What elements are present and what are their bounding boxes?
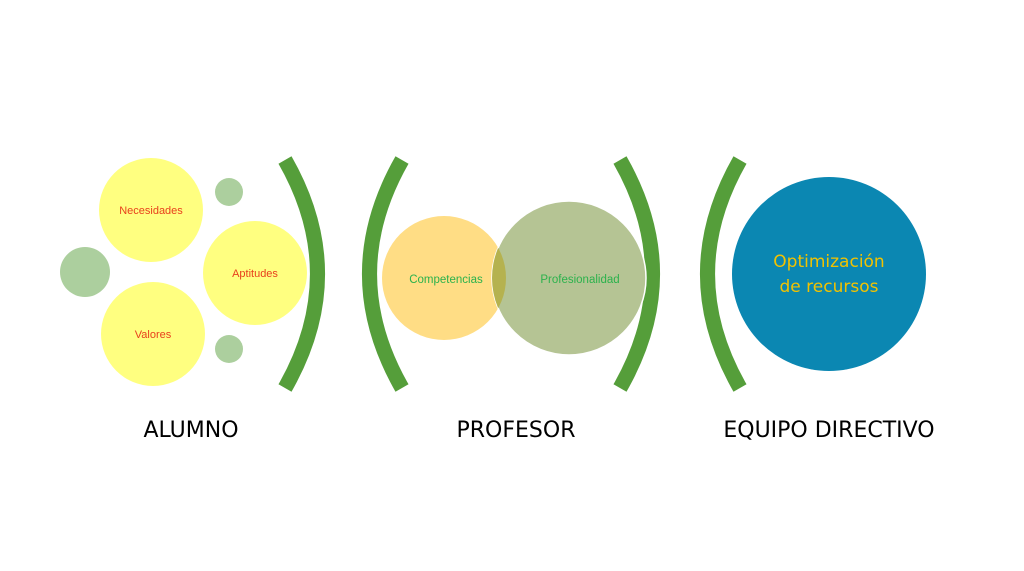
small-circle [60, 247, 110, 297]
arc-left-1 [362, 156, 409, 392]
text-optimizacion-2: de recursos [780, 277, 879, 297]
text-aptitudes: Aptitudes [232, 268, 278, 280]
label-profesor: PROFESOR [456, 418, 576, 443]
small-circle [215, 335, 243, 363]
text-competencias: Competencias [409, 274, 483, 286]
circle-valores [101, 282, 205, 386]
small-circle [215, 178, 243, 206]
text-profesionalidad: Profesionalidad [540, 274, 619, 286]
circle-necesidades [99, 158, 203, 262]
text-necesidades: Necesidades [119, 205, 183, 217]
arc-left-2 [700, 156, 747, 392]
text-optimizacion-1: Optimización [773, 252, 884, 272]
circle-competencias [382, 216, 506, 340]
text-valores: Valores [135, 329, 172, 341]
arc-right-1 [278, 156, 325, 392]
arc-right-2 [613, 156, 660, 392]
circle-aptitudes [203, 221, 307, 325]
label-equipo-directivo: EQUIPO DIRECTIVO [723, 418, 935, 443]
label-alumno: ALUMNO [143, 418, 239, 443]
circle-optimizacion [732, 177, 926, 371]
